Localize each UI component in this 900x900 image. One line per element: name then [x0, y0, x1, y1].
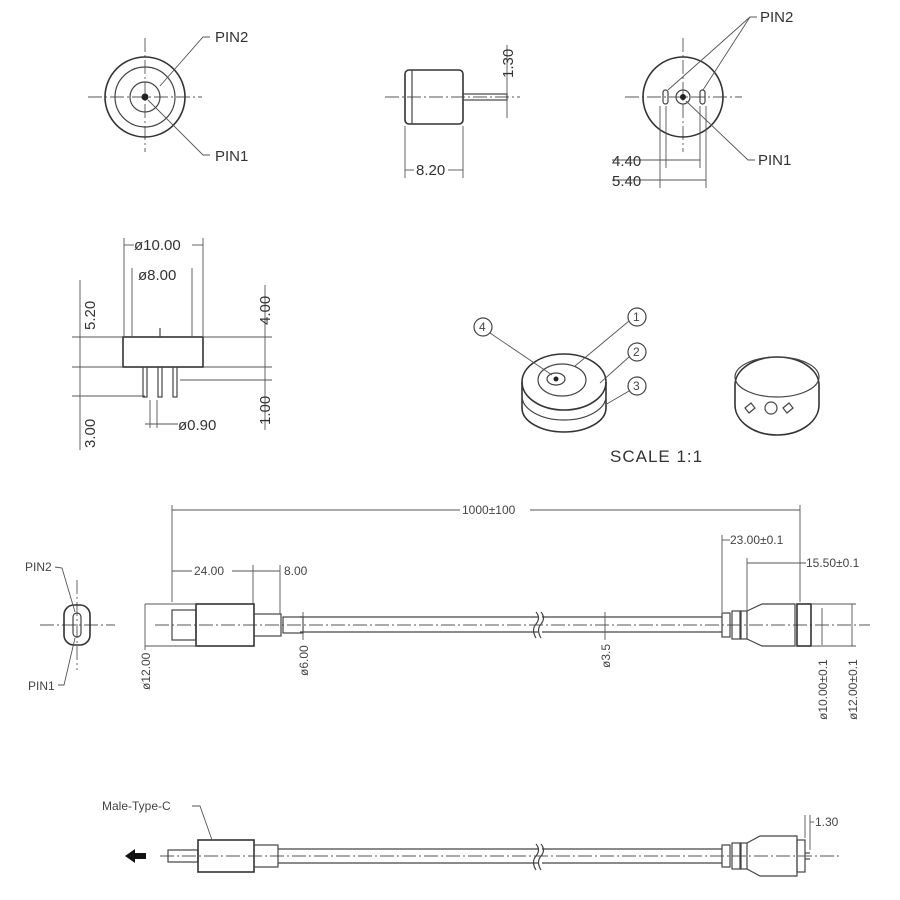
isometric-back-view: [734, 356, 820, 436]
head-length-dim: 15.50±0.1: [806, 556, 860, 570]
scale-label: SCALE 1:1: [610, 447, 703, 466]
isometric-view: 4 1 2 3 SCALE 1:1: [473, 307, 820, 466]
head-outer-diameter-dim: ø12.00±0.1: [846, 659, 860, 720]
cable-end-view: PIN2 PIN1: [25, 560, 115, 693]
section-outer-diameter-dim: ø10.00: [134, 237, 181, 254]
back-inner-spacing-dim: 4.40: [612, 153, 641, 170]
cable-pin1-label: PIN1: [28, 679, 55, 693]
section-left-pin-length-dim: 3.00: [82, 419, 99, 448]
cable-pin2-label: PIN2: [25, 560, 52, 574]
back-pin1-label: PIN1: [758, 152, 791, 169]
connector-length-dim: 23.00±0.1: [730, 533, 784, 547]
section-pin-diameter-dim: ø0.90: [178, 417, 216, 434]
section-right-pin-step-dim: 1.00: [257, 396, 274, 425]
male-type-c-label: Male-Type-C: [102, 799, 171, 813]
pin-protrusion-dim: 1.30: [815, 815, 839, 829]
callout-1: 1: [633, 310, 640, 324]
callout-3: 3: [633, 379, 640, 393]
neck-length-dim: 8.00: [284, 564, 308, 578]
bottom-view: 1.30 Male-Type-C: [102, 799, 840, 877]
plug-length-dim: 24.00: [194, 564, 224, 578]
cable-view: PIN2 PIN1 1000±100 24.00 8.00 ø12.00 ø6.…: [25, 503, 870, 720]
callout-2: 2: [633, 345, 640, 359]
plug-diameter-dim: ø12.00: [139, 652, 153, 690]
back-outer-spacing-dim: 5.40: [612, 173, 641, 190]
section-right-height-dim: 4.00: [257, 296, 274, 325]
side-pin-length-dim: 1.30: [500, 49, 517, 78]
front-view: PIN2 PIN1: [88, 29, 248, 165]
arrow-left-icon: [125, 849, 146, 863]
side-view: 1.30 8.20: [385, 45, 520, 179]
cable-diameter-dim: ø3.5: [599, 644, 613, 668]
section-inner-diameter-dim: ø8.00: [138, 267, 176, 284]
neck-diameter-dim: ø6.00: [297, 645, 311, 676]
section-left-height-dim: 5.20: [82, 301, 99, 330]
callout-4: 4: [479, 320, 486, 334]
front-pin1-label: PIN1: [215, 148, 248, 165]
head-inner-diameter-dim: ø10.00±0.1: [816, 659, 830, 720]
side-body-length-dim: 8.20: [416, 162, 445, 179]
back-pin2-label: PIN2: [760, 9, 793, 26]
section-view: ø10.00 ø8.00 5.20 3.00 4.00 1.00 ø0.90: [72, 237, 274, 450]
back-view: PIN2 PIN1 4.40 5.40: [612, 9, 793, 190]
front-pin2-label: PIN2: [215, 29, 248, 46]
total-length-dim: 1000±100: [462, 503, 516, 517]
